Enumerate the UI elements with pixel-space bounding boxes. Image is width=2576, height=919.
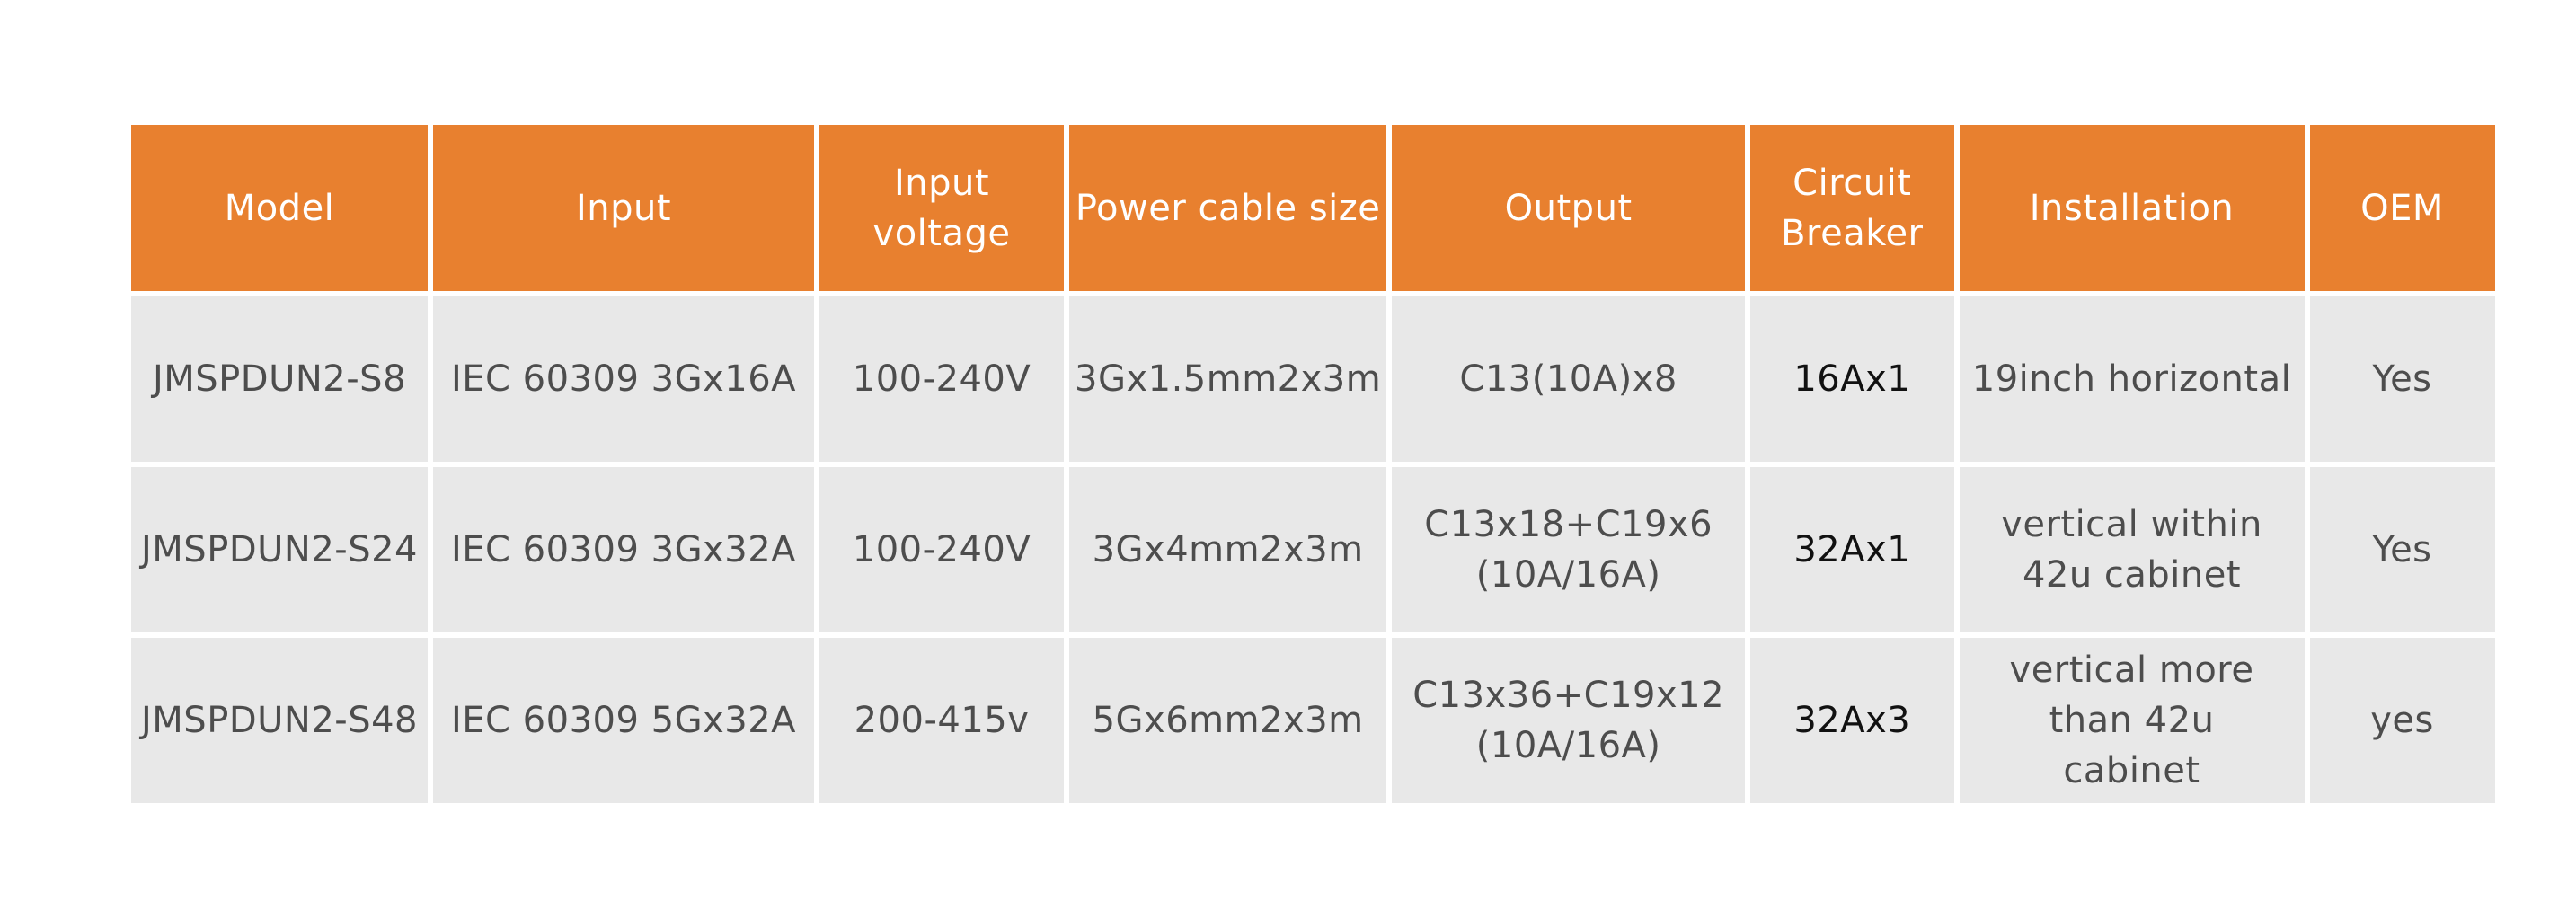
cell-output: C13(10A)x8 [1386,291,1751,467]
cell-input: IEC 60309 5Gx32A [428,632,819,809]
cell-power-cable-size: 5Gx6mm2x3m [1063,632,1393,809]
cell-input-voltage: 100-240V [814,462,1069,638]
header-oem: OEM [2304,119,2501,296]
spec-table: Model Input Input voltage Power cable si… [126,119,2501,809]
cell-circuit-breaker: 32Ax3 [1745,632,1960,809]
cell-input: IEC 60309 3Gx16A [428,291,819,467]
table-row: JMSPDUN2-S8 IEC 60309 3Gx16A 100-240V 3G… [126,291,2501,467]
cell-output: C13x18+C19x6 (10A/16A) [1386,462,1751,638]
header-installation: Installation [1953,119,2310,296]
table-body: JMSPDUN2-S8 IEC 60309 3Gx16A 100-240V 3G… [126,291,2501,809]
table-row: JMSPDUN2-S48 IEC 60309 5Gx32A 200-415v 5… [126,632,2501,809]
header-input-voltage: Input voltage [814,119,1069,296]
cell-circuit-breaker: 32Ax1 [1745,462,1960,638]
cell-model: JMSPDUN2-S8 [126,291,433,467]
header-row: Model Input Input voltage Power cable si… [126,119,2501,296]
cell-output: C13x36+C19x12 (10A/16A) [1386,632,1751,809]
cell-oem: Yes [2304,291,2501,467]
cell-oem: Yes [2304,462,2501,638]
cell-circuit-breaker: 16Ax1 [1745,291,1960,467]
cell-power-cable-size: 3Gx1.5mm2x3m [1063,291,1393,467]
cell-input-voltage: 200-415v [814,632,1069,809]
cell-installation: vertical more than 42u cabinet [1953,632,2310,809]
header-power-cable-size: Power cable size [1063,119,1393,296]
table-header: Model Input Input voltage Power cable si… [126,119,2501,296]
cell-input-voltage: 100-240V [814,291,1069,467]
header-output: Output [1386,119,1751,296]
cell-model: JMSPDUN2-S24 [126,462,433,638]
cell-installation: 19inch horizontal [1953,291,2310,467]
cell-model: JMSPDUN2-S48 [126,632,433,809]
header-model: Model [126,119,433,296]
header-circuit-breaker: Circuit Breaker [1745,119,1960,296]
header-input: Input [428,119,819,296]
table-row: JMSPDUN2-S24 IEC 60309 3Gx32A 100-240V 3… [126,462,2501,638]
cell-input: IEC 60309 3Gx32A [428,462,819,638]
cell-power-cable-size: 3Gx4mm2x3m [1063,462,1393,638]
cell-installation: vertical within 42u cabinet [1953,462,2310,638]
cell-oem: yes [2304,632,2501,809]
